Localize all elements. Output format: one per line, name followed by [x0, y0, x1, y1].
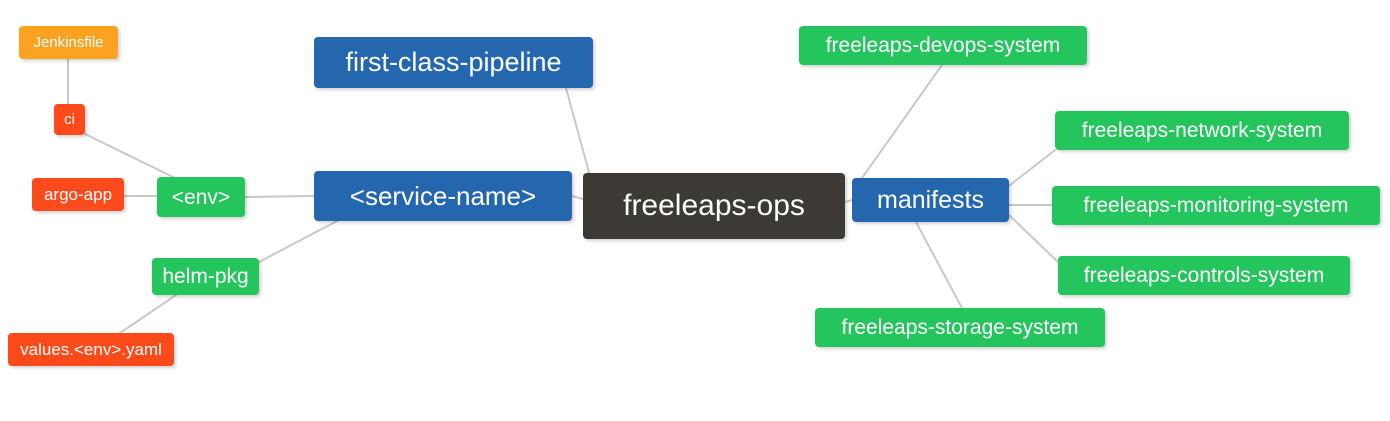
mindmap-node-label: helm-pkg [162, 265, 249, 288]
mindmap-node-helm-pkg[interactable]: helm-pkg [152, 258, 259, 295]
mindmap-node-label: <service-name> [349, 181, 537, 211]
mindmap-node-label: first-class-pipeline [345, 47, 562, 77]
mindmap-edge [861, 64, 943, 179]
mindmap-node-label: <env> [171, 185, 231, 209]
mindmap-node-freeleaps-controls-system[interactable]: freeleaps-controls-system [1058, 256, 1350, 295]
mindmap-edge [258, 220, 338, 263]
mindmap-node-label: ci [64, 111, 75, 128]
mindmap-node-values-env-yaml[interactable]: values.<env>.yaml [8, 333, 174, 366]
mindmap-node-label: Jenkinsfile [33, 34, 104, 51]
mindmap-node-label: freeleaps-network-system [1081, 119, 1323, 142]
mindmap-node-env[interactable]: <env> [157, 177, 245, 217]
mindmap-node-manifests[interactable]: manifests [852, 178, 1009, 222]
mindmap-edge [84, 133, 174, 178]
mindmap-node-freeleaps-monitoring-system[interactable]: freeleaps-monitoring-system [1052, 186, 1380, 225]
mindmap-edge [565, 87, 591, 177]
mindmap-edge [571, 195, 584, 200]
mindmap-node-label: manifests [877, 185, 984, 214]
mindmap-node-service-name[interactable]: <service-name> [314, 171, 572, 221]
mindmap-node-first-class-pipeline[interactable]: first-class-pipeline [314, 37, 593, 88]
mindmap-node-label: freeleaps-devops-system [825, 34, 1061, 57]
mindmap-edge [1008, 214, 1059, 263]
mindmap-node-label: freeleaps-monitoring-system [1083, 194, 1349, 217]
mindmap-node-argo-app[interactable]: argo-app [32, 178, 124, 211]
mindmap-node-label: freeleaps-storage-system [841, 316, 1079, 339]
mindmap-edge [119, 294, 177, 334]
mindmap-node-label: freeleaps-ops [623, 189, 805, 222]
mindmap-edge [915, 221, 963, 309]
mindmap-node-freeleaps-network-system[interactable]: freeleaps-network-system [1055, 111, 1349, 150]
mindmap-node-label: freeleaps-controls-system [1083, 264, 1325, 287]
mindmap-node-label: argo-app [43, 185, 113, 204]
mindmap-edge [1008, 149, 1056, 187]
mindmap-node-freeleaps-ops[interactable]: freeleaps-ops [583, 173, 845, 239]
mindmap-node-freeleaps-storage-system[interactable]: freeleaps-storage-system [815, 308, 1105, 347]
mindmap-node-label: values.<env>.yaml [20, 340, 162, 359]
mindmap-edge [844, 199, 853, 203]
mindmap-edge [244, 195, 315, 198]
mindmap-node-ci[interactable]: ci [54, 104, 85, 135]
mindmap-node-jenkinsfile[interactable]: Jenkinsfile [19, 26, 118, 59]
mindmap-node-freeleaps-devops-system[interactable]: freeleaps-devops-system [799, 26, 1087, 65]
